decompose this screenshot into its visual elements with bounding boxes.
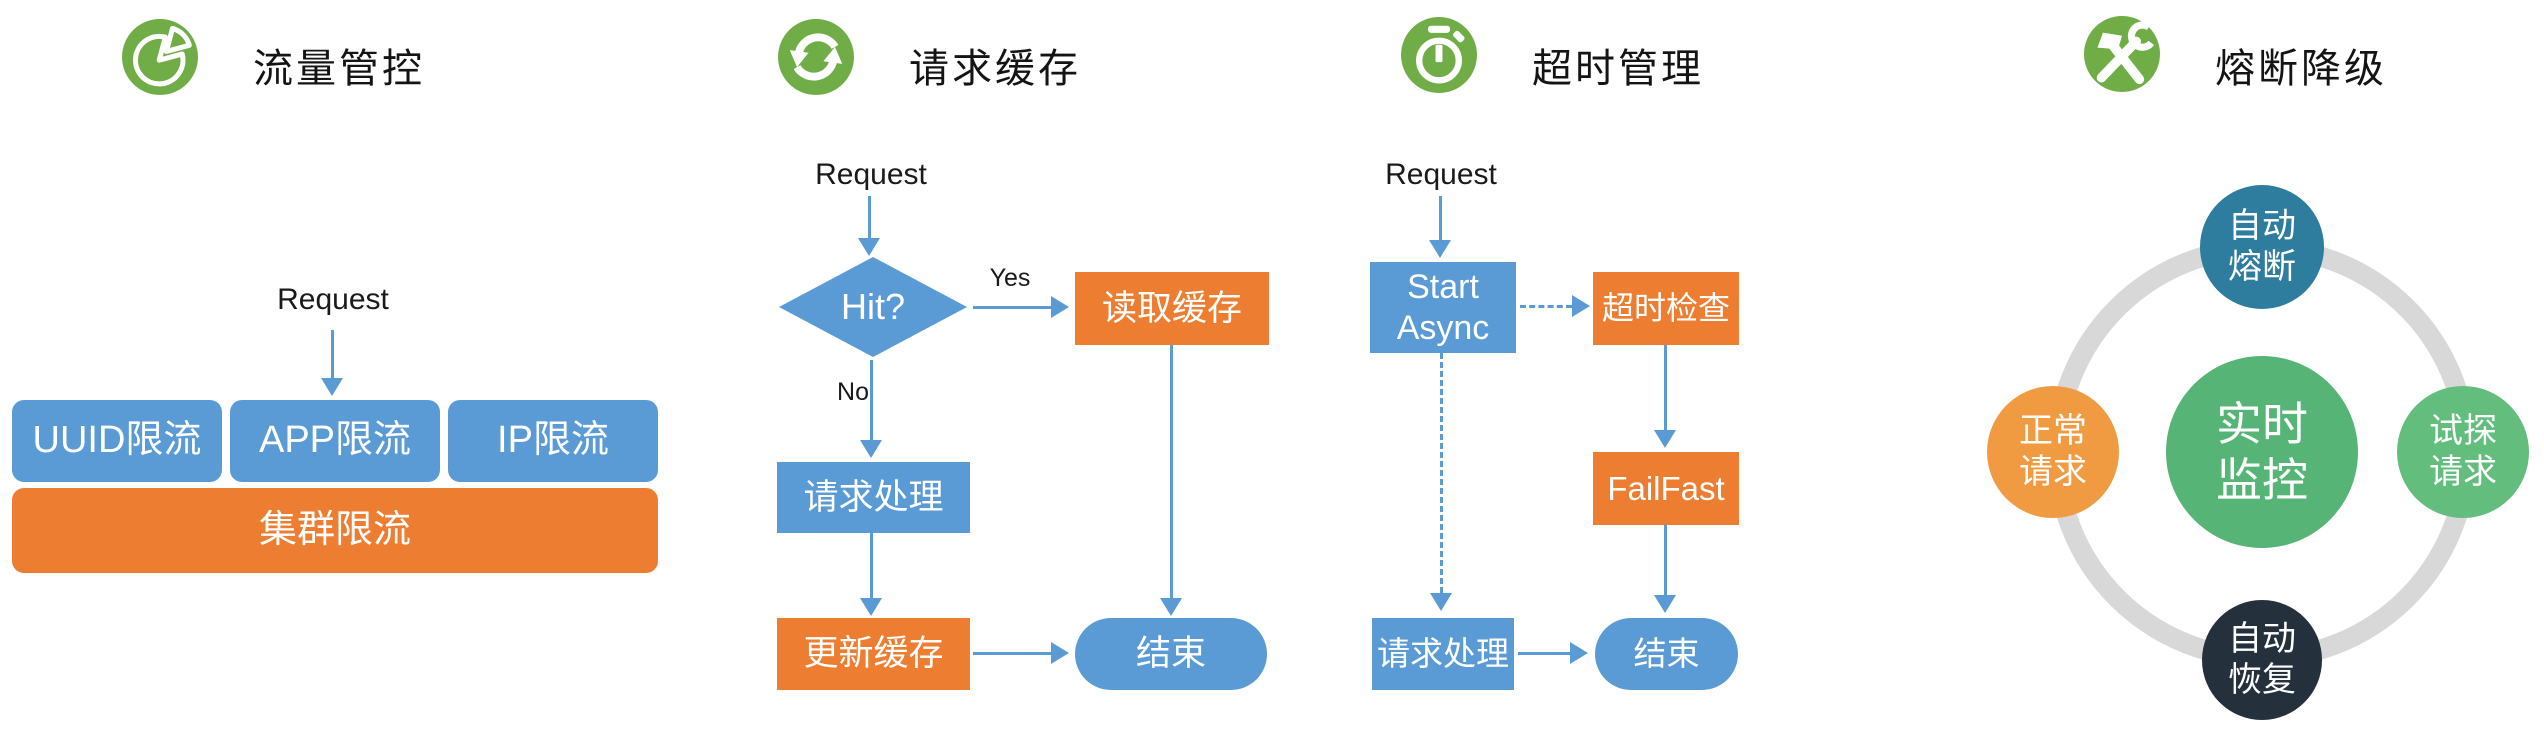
auto-recover-circle: 自动 恢复 [2202,600,2322,720]
arrowhead-down-icon [321,378,343,396]
realtime-monitor-circle: 实时 监控 [2166,356,2358,548]
arrow-line [973,306,1051,309]
arrowhead-down-icon [860,440,882,458]
arrow-line [868,196,871,238]
arrow-line [1170,345,1173,598]
start-async-box: Start Async [1370,262,1516,353]
dashed-arrow-line [1440,353,1443,593]
auto-break-circle: 自动 熔断 [2200,185,2324,309]
arrowhead-right-icon [1572,295,1590,317]
hit-decision-diamond: Hit? [779,257,967,357]
uuid-limit-box: UUID限流 [12,400,222,482]
cluster-limit-box: 集群限流 [12,488,658,573]
arrow-line [870,533,873,598]
arrowhead-down-icon [1429,240,1451,258]
arrow-line [1518,652,1570,655]
stopwatch-icon [1401,17,1477,93]
hammer-wrench-icon [2084,16,2160,92]
arrowhead-right-icon [1051,642,1069,664]
arrow-line [1664,525,1667,595]
app-limit-box: APP限流 [230,400,440,482]
request-label: Request [277,283,389,316]
normal-request-circle: 正常 请求 [1987,386,2119,518]
dashed-arrow-line [1520,305,1572,308]
arrowhead-down-icon [1160,598,1182,616]
no-label: No [837,378,869,406]
process-request-box: 请求处理 [777,462,970,533]
read-cache-box: 读取缓存 [1075,272,1269,345]
section-title-traffic-control: 流量管控 [253,47,425,91]
arrow-line [331,330,334,378]
request-label: Request [815,158,927,191]
arrowhead-down-icon [1430,593,1452,611]
pie-chart-icon [122,19,198,95]
end-node: 结束 [1595,618,1738,690]
end-node: 结束 [1075,618,1267,690]
probe-request-circle: 试探 请求 [2397,386,2529,518]
timeout-check-box: 超时检查 [1593,272,1739,345]
arrowhead-down-icon [1654,430,1676,448]
process-request-box: 请求处理 [1372,618,1514,690]
yes-label: Yes [989,264,1031,292]
arrowhead-right-icon [1051,296,1069,318]
ip-limit-box: IP限流 [448,400,658,482]
section-title-timeout-management: 超时管理 [1532,47,1704,91]
arrowhead-down-icon [1654,595,1676,613]
request-label: Request [1385,158,1497,191]
section-title-request-cache: 请求缓存 [909,47,1081,91]
arrowhead-right-icon [1570,642,1588,664]
arrow-line [973,652,1051,655]
sync-icon [778,19,854,95]
arrowhead-down-icon [858,238,880,256]
failfast-box: FailFast [1593,452,1739,525]
update-cache-box: 更新缓存 [777,618,970,690]
arrow-line [870,360,873,440]
section-title-circuit-breaker: 熔断降级 [2215,47,2387,91]
arrowhead-down-icon [860,598,882,616]
arrow-line [1439,196,1442,240]
arrow-line [1664,345,1667,430]
